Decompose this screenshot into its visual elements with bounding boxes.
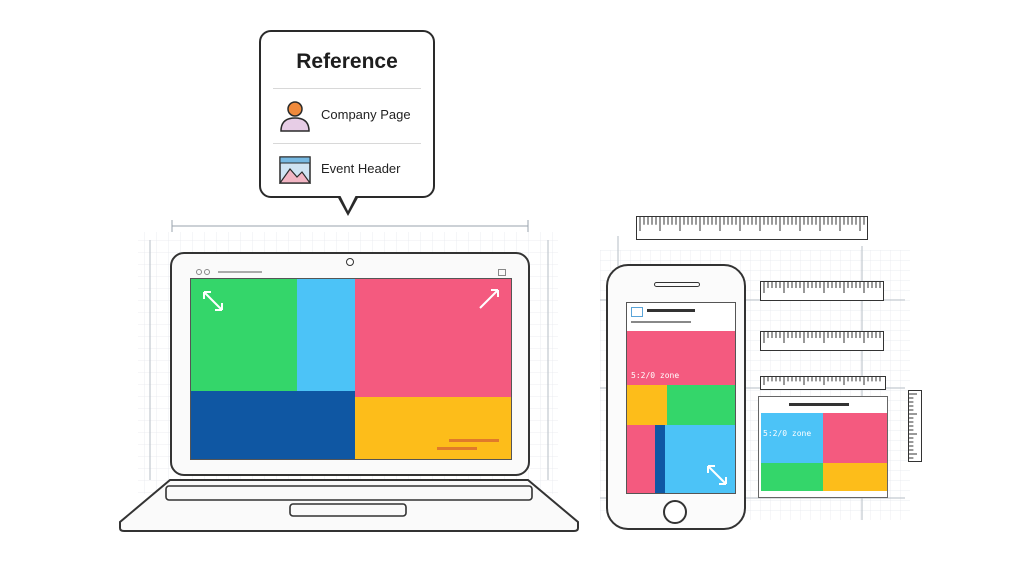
responsive-preview-panel: 5:2/0 zone [758, 396, 888, 498]
company-page-item[interactable]: Company Page [275, 94, 423, 138]
tile-green [761, 463, 823, 491]
divider [273, 143, 421, 144]
image-icon [278, 156, 312, 184]
placeholder-line [789, 403, 849, 406]
tile-navy [191, 391, 355, 459]
placeholder-line [437, 447, 477, 450]
company-page-label: Company Page [321, 107, 411, 122]
zone-text: 5:2/0 zone [631, 371, 680, 380]
tile-sky [297, 279, 355, 391]
ruler-top [636, 216, 868, 240]
tile-pink: 5:2/0 zone [627, 331, 735, 385]
event-header-label: Event Header [321, 161, 401, 176]
expand-arrow-icon [707, 465, 727, 485]
divider [273, 88, 421, 89]
laptop-screen [190, 278, 512, 460]
popover-tail [340, 195, 356, 211]
ruler-vertical [908, 390, 922, 462]
tile-navy [655, 425, 665, 493]
phone-screen: 5:2/0 zone [626, 302, 736, 494]
person-icon [280, 101, 310, 132]
tile-sky: 5:2/0 zone [761, 413, 823, 463]
laptop-base [119, 479, 579, 532]
expand-arrow-icon [479, 289, 499, 309]
reference-popover: Reference Company Page Event Header [259, 30, 435, 198]
zone-text: 5:2/0 zone [763, 429, 812, 438]
event-header-item[interactable]: Event Header [275, 148, 423, 192]
phone-home-button [663, 500, 687, 524]
ruler-mid-2 [760, 331, 884, 351]
tile-yellow [627, 385, 667, 425]
expand-arrow-icon [203, 291, 223, 311]
ruler-mid-1 [760, 281, 884, 301]
popover-title: Reference [296, 50, 398, 73]
phone-top-bar [627, 303, 735, 332]
tile-pink [355, 279, 511, 397]
placeholder-line [449, 439, 499, 442]
phone-speaker [654, 282, 700, 287]
laptop-camera [346, 258, 354, 266]
tile-pink [627, 425, 655, 493]
ruler-mid-3 [760, 376, 886, 390]
tile-yellow [355, 397, 511, 459]
tile-yellow [823, 463, 887, 491]
tile-pink [823, 413, 887, 463]
tile-green [667, 385, 735, 425]
